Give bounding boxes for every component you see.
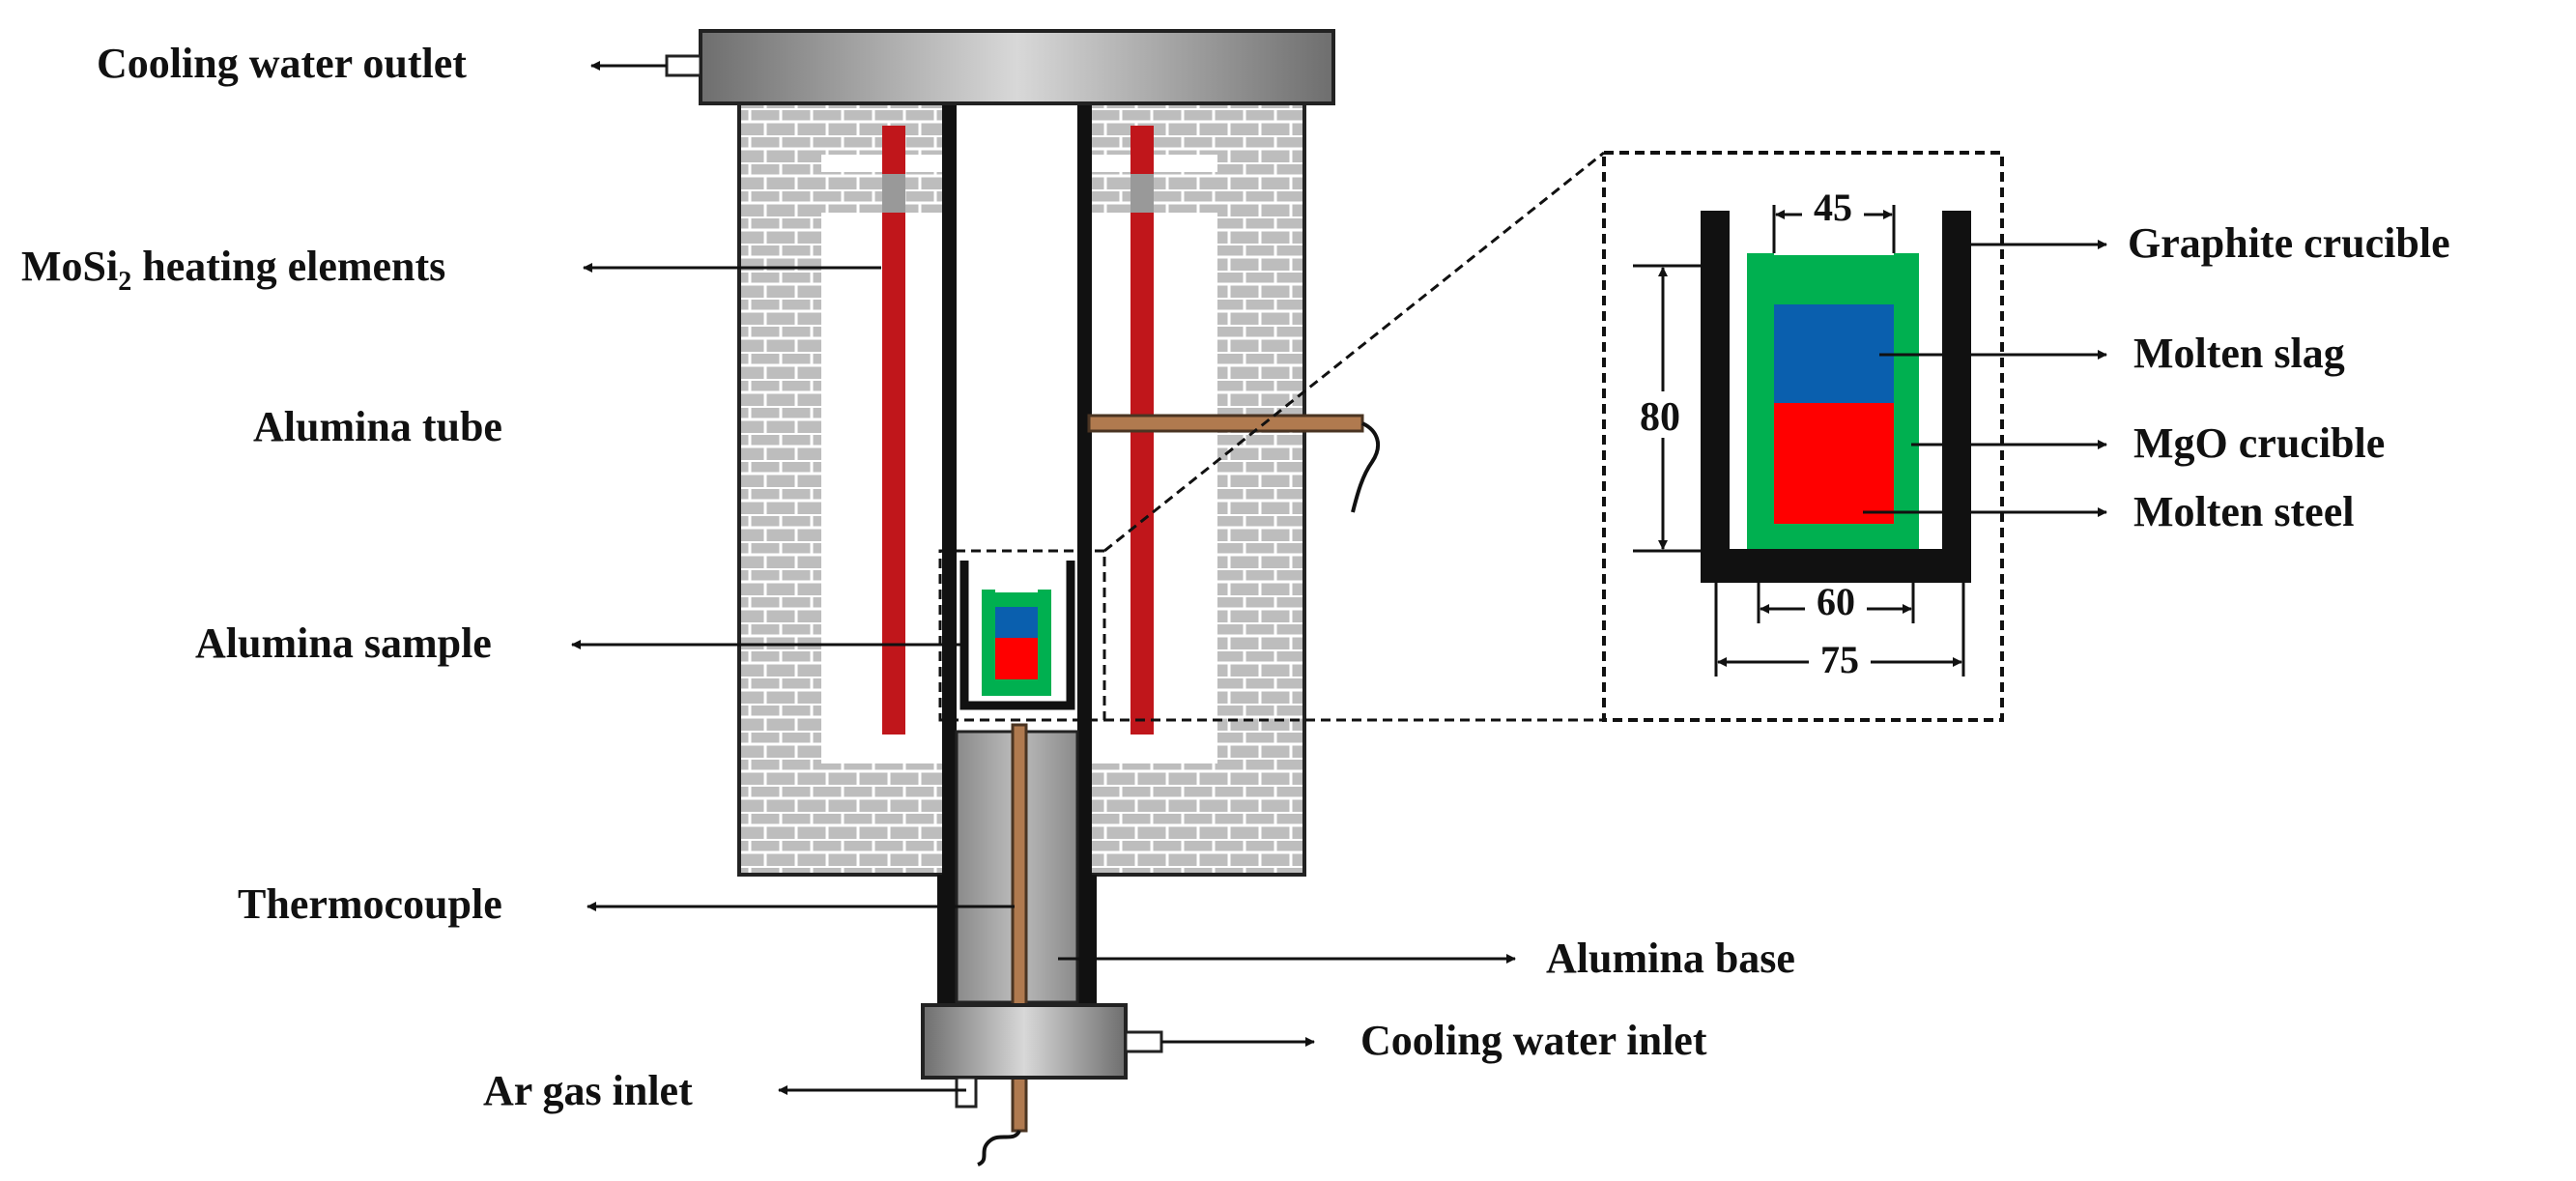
alumina-tube-right-wall: [1077, 101, 1092, 1005]
bottom-cooling-flange: [921, 1003, 1128, 1080]
molten-slag: [1774, 304, 1894, 403]
leader-arrows: [571, 61, 2107, 1095]
graphite-left-wall: [1701, 211, 1730, 583]
inlet-nozzle: [1124, 1030, 1163, 1053]
outlet-nozzle: [665, 54, 702, 77]
left-element-terminal: [882, 174, 905, 213]
label-heating-prefix: MoSi: [21, 243, 118, 290]
side-rod: [1087, 414, 1364, 433]
small-graphite-crucible: [959, 561, 1075, 710]
dim-80-label: 80: [1640, 395, 1680, 440]
label-cooling-water-inlet: Cooling water inlet: [1360, 1017, 1707, 1064]
label-graphite-crucible: Graphite crucible: [2128, 219, 2450, 267]
label-heating-elements: MoSi2 heating elements: [21, 243, 445, 297]
side-wire: [1351, 421, 1381, 513]
dim-60-label-bg: [1805, 585, 1867, 621]
graphite-bottom: [1701, 549, 1971, 583]
right-element-terminal: [1131, 174, 1154, 213]
top-cooling-cap: [699, 29, 1335, 105]
small-steel: [995, 638, 1038, 679]
label-alumina-base: Alumina base: [1546, 935, 1795, 982]
dim-80-label-bg: [1633, 391, 1695, 438]
label-molten-steel: Molten steel: [2133, 488, 2354, 535]
molten-steel: [1774, 403, 1894, 524]
right-brick-band: [1092, 172, 1217, 213]
label-molten-slag: Molten slag: [2133, 330, 2345, 377]
left-heating-element: [882, 126, 905, 735]
label-cooling-water-outlet: Cooling water outlet: [97, 40, 467, 87]
neck-left-wall: [937, 875, 957, 1005]
label-alumina-sample: Alumina sample: [195, 619, 492, 667]
alumina-tube-left-wall: [942, 101, 957, 1005]
label-ar-gas-inlet: Ar gas inlet: [483, 1067, 693, 1114]
ar-nozzle: [955, 1076, 978, 1109]
dim-45-label-bg: [1802, 191, 1864, 230]
small-mgo-opening: [995, 583, 1038, 592]
small-slag: [995, 607, 1038, 638]
dim-60-label: 60: [1817, 580, 1855, 623]
zoom-source-box: [938, 549, 1106, 722]
dim-75-label: 75: [1820, 638, 1859, 681]
mgo-opening: [1774, 242, 1894, 255]
label-heating-subscript: 2: [118, 267, 131, 297]
label-alumina-tube: Alumina tube: [253, 403, 502, 450]
bottom-wire: [977, 1129, 1021, 1167]
label-thermocouple: Thermocouple: [238, 880, 502, 928]
right-heating-chamber: [1092, 213, 1217, 763]
zoom-panel: 45 80 60 75: [1602, 151, 2004, 722]
zoom-line-top: [1103, 151, 1605, 553]
small-crucible-assembly: [938, 549, 1106, 722]
neck-right-wall: [1077, 875, 1097, 1005]
dim-75-label-bg: [1809, 640, 1871, 677]
label-mgo-crucible: MgO crucible: [2133, 419, 2385, 467]
graphite-right-wall: [1942, 211, 1971, 583]
label-heating-suffix: heating elements: [131, 243, 445, 290]
side-thermocouple: [1087, 414, 1381, 513]
dim-45-label: 45: [1814, 186, 1852, 229]
